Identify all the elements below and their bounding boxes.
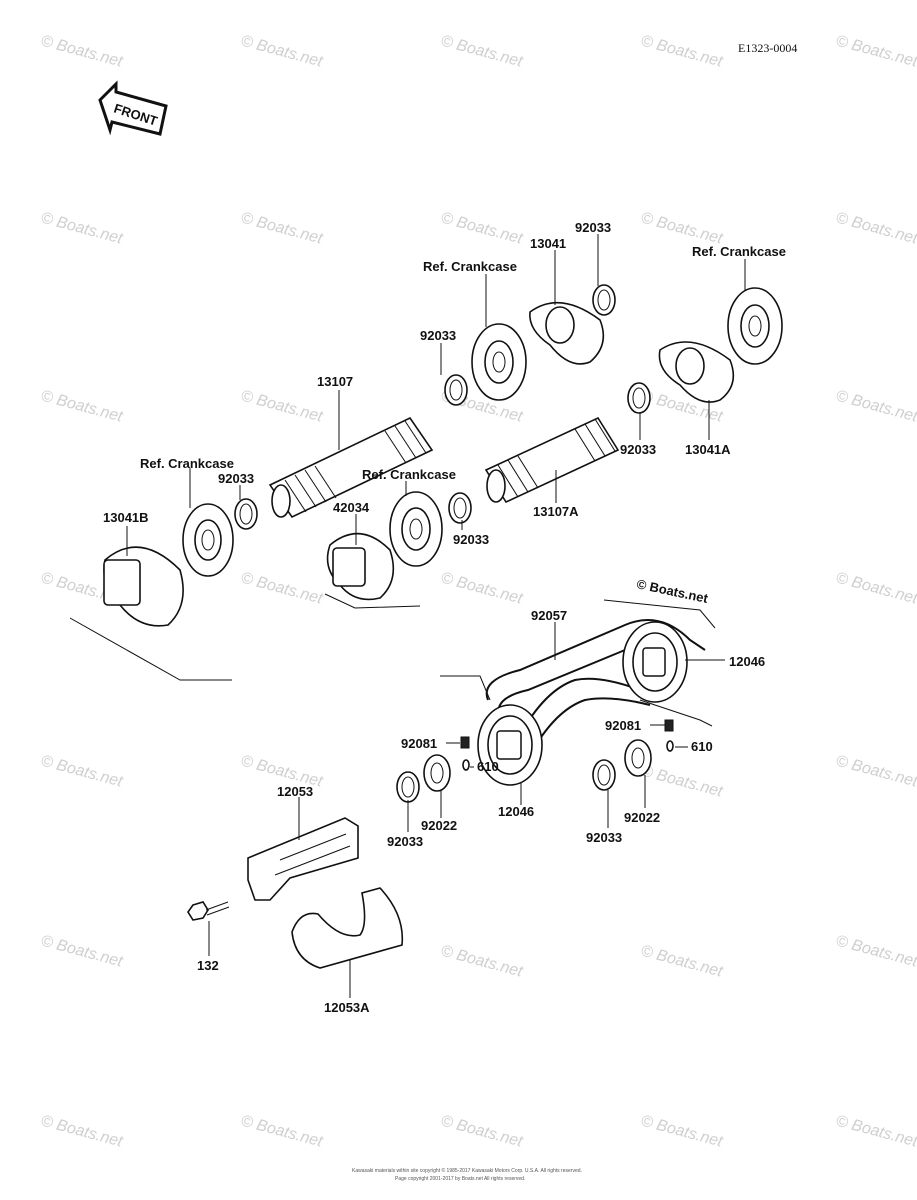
callout-12046: 12046 — [729, 654, 765, 669]
bearing-crankcase-4 — [727, 287, 783, 365]
callout-92033: 92033 — [453, 532, 489, 547]
watermark: © Boats.net — [639, 942, 725, 980]
watermark: © Boats.net — [639, 1112, 725, 1150]
callout-crankcase: Ref. Crankcase — [423, 259, 517, 274]
callout-12053: 12053 — [277, 784, 313, 799]
callout-92033: 92033 — [218, 471, 254, 486]
callout-92033: 92033 — [620, 442, 656, 457]
shaft-13107a — [484, 416, 620, 504]
copyright-stamp: © Boats.net — [635, 576, 710, 606]
footer-copyright: Page copyright 2001-2017 by Boats.net Al… — [395, 1176, 525, 1182]
watermark: © Boats.net — [439, 942, 525, 980]
callout-12046: 12046 — [498, 804, 534, 819]
coupling-13041 — [529, 301, 605, 365]
watermark: © Boats.net — [834, 387, 917, 425]
callout-610: 610 — [691, 739, 713, 754]
bolt-132 — [187, 901, 230, 921]
reference-lines-upper — [69, 593, 421, 681]
watermark: © Boats.net — [439, 569, 525, 607]
watermark: © Boats.net — [239, 1112, 325, 1150]
watermark: © Boats.net — [834, 569, 917, 607]
coupling-13041a — [658, 341, 735, 403]
chain-guide-12053 — [247, 817, 359, 901]
seal-ring-92033 — [592, 759, 616, 791]
watermark: © Boats.net — [239, 32, 325, 70]
watermark: © Boats.net — [834, 209, 917, 247]
callout-42034: 42034 — [333, 500, 370, 515]
reference-lines-chain — [440, 599, 716, 727]
front-arrow-icon: FRONT — [98, 80, 168, 136]
seal-ring-92033 — [448, 492, 472, 524]
callout-92081: 92081 — [605, 718, 641, 733]
sprocket-hub-42034 — [326, 532, 395, 601]
spring-pin-92081 — [460, 736, 470, 749]
bearing-crankcase-3 — [471, 323, 527, 401]
chain-guide-12053a — [291, 887, 404, 969]
watermark: © Boats.net — [834, 1112, 917, 1150]
seal-ring-92033 — [592, 284, 616, 316]
bearing-crankcase-2 — [389, 491, 443, 567]
callout-92033: 92033 — [387, 834, 423, 849]
watermark: © Boats.net — [239, 569, 325, 607]
callout-12053a: 12053A — [324, 1000, 370, 1015]
callout-crankcase: Ref. Crankcase — [692, 244, 786, 259]
callout-crankcase: Ref. Crankcase — [140, 456, 234, 471]
callout-92033: 92033 — [586, 830, 622, 845]
coupling-13041b — [103, 546, 184, 627]
seal-ring-92033 — [444, 374, 468, 406]
watermark: © Boats.net — [639, 32, 725, 70]
watermark: © Boats.net — [834, 932, 917, 970]
footer-copyright: Kawasaki materials within site copyright… — [352, 1167, 582, 1174]
callout-610: 610 — [477, 759, 499, 774]
watermark: © Boats.net — [439, 1112, 525, 1150]
sprocket-12046-right — [622, 621, 688, 703]
ball-610 — [462, 759, 470, 771]
callout-13041: 13041 — [530, 236, 566, 251]
sprocket-12046-left — [477, 704, 543, 786]
watermark: © Boats.net — [39, 1112, 125, 1150]
callout-92033: 92033 — [420, 328, 456, 343]
seal-ring-92033 — [234, 498, 258, 530]
washer-92022 — [624, 739, 652, 777]
callout-13107: 13107 — [317, 374, 353, 389]
callout-13041a: 13041A — [685, 442, 731, 457]
watermark: © Boats.net — [834, 32, 917, 70]
watermark: © Boats.net — [639, 762, 725, 800]
diagram-code: E1323-0004 — [738, 41, 797, 55]
spring-pin-92081 — [664, 719, 674, 732]
callout-13041b: 13041B — [103, 510, 149, 525]
seal-ring-92033 — [627, 382, 651, 414]
watermark: © Boats.net — [39, 752, 125, 790]
callout-92022: 92022 — [624, 810, 660, 825]
callout-crankcase: Ref. Crankcase — [362, 467, 456, 482]
washer-92022 — [423, 754, 451, 792]
callout-92057: 92057 — [531, 608, 567, 623]
watermark: © Boats.net — [39, 32, 125, 70]
leader-lines — [126, 234, 746, 998]
bearing-crankcase-1 — [182, 503, 234, 577]
watermark: © Boats.net — [439, 32, 525, 70]
watermark: © Boats.net — [639, 209, 725, 247]
shaft-13107 — [268, 416, 434, 519]
callout-92022: 92022 — [421, 818, 457, 833]
callout-132: 132 — [197, 958, 219, 973]
watermark: © Boats.net — [39, 387, 125, 425]
watermark: © Boats.net — [39, 209, 125, 247]
ball-610 — [666, 740, 674, 752]
watermark: © Boats.net — [239, 387, 325, 425]
watermark: © Boats.net — [439, 209, 525, 247]
watermark: © Boats.net — [834, 752, 917, 790]
callout-92081: 92081 — [401, 736, 437, 751]
callout-13107a: 13107A — [533, 504, 579, 519]
seal-ring-92033 — [396, 771, 420, 803]
watermark: © Boats.net — [39, 932, 125, 970]
callout-92033: 92033 — [575, 220, 611, 235]
watermark: © Boats.net — [239, 209, 325, 247]
callout-labels: 13107 Ref. Crankcase 92033 13041B 92033 … — [103, 220, 786, 1015]
